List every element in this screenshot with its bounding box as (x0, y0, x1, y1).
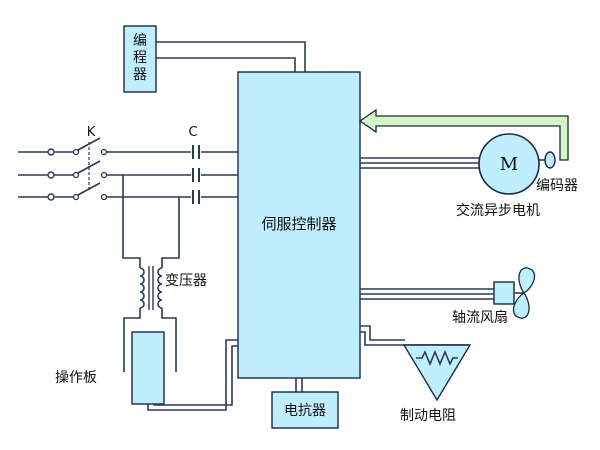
encoder-disc (544, 151, 556, 169)
programmer-label: 编程器 (133, 33, 147, 83)
capacitor-c-label: C (188, 125, 197, 140)
terminal-2 (47, 171, 55, 179)
resistor-line-b (360, 331, 468, 346)
programmer-cable-b (156, 57, 296, 72)
panel-cable-a (147, 339, 238, 411)
async-motor-label: 交流异步电机 (456, 202, 540, 219)
operation-panel-box (131, 331, 165, 405)
encoder-label: 编码器 (536, 178, 578, 194)
fan-motor-box (493, 281, 515, 305)
programmer-box (123, 25, 157, 93)
braking-resistor-body (402, 344, 472, 402)
transformer (139, 266, 163, 310)
capacitors (192, 145, 200, 204)
terminal-1 (47, 148, 55, 156)
reactor-box (271, 391, 339, 429)
transformer-feed-a (122, 175, 141, 268)
transformer-label: 变压器 (165, 273, 207, 289)
panel-cable-b (153, 345, 238, 406)
resistor-line-a (360, 325, 405, 341)
resistor-zigzag-icon (416, 349, 458, 367)
fan-blade-icon (512, 267, 536, 319)
servo-controller-box (237, 71, 361, 379)
transformer-feed-b (161, 197, 180, 268)
motor-circle (478, 133, 540, 195)
switch-k-label: K (87, 125, 96, 140)
programmer-cable-a (156, 41, 306, 72)
switch-k (54, 137, 108, 201)
servo-controller-label: 伺服控制器 (261, 215, 336, 233)
braking-resistor-label: 制动电阻 (400, 408, 456, 424)
axial-fan-label: 轴流风扇 (452, 310, 508, 326)
operation-panel-label: 操作板 (55, 370, 97, 386)
terminal-3 (47, 193, 55, 201)
encoder-feedback-arrow (358, 108, 569, 161)
secondary-b (161, 308, 177, 372)
secondary-a (123, 308, 141, 372)
reactor-label: 电抗器 (284, 403, 326, 419)
motor-symbol: M (500, 154, 518, 175)
input-terminals (18, 148, 55, 201)
